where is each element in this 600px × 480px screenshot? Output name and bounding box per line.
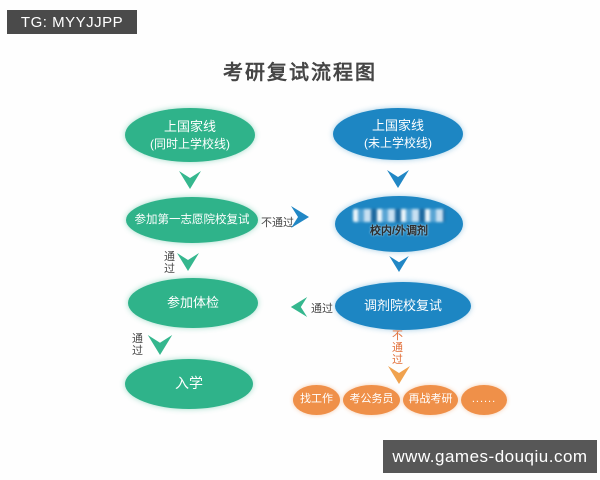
- arrow-down-icon: [389, 256, 409, 272]
- node-label: 调剂院校复试: [363, 297, 442, 313]
- node-passed-national-and-school-line: 上国家线 (同时上学校线): [125, 108, 255, 162]
- node-sublabel: (未上学校线): [364, 135, 432, 150]
- edge-label-pass: 通过: [132, 333, 143, 357]
- node-sublabel: (同时上学校线): [150, 136, 230, 151]
- node-retake-exam: 再战考研: [403, 385, 458, 415]
- watermark-bottom-text: www.games-douqiu.com: [392, 446, 588, 466]
- node-enrollment: 入学: [125, 359, 253, 409]
- node-label: ......: [471, 393, 497, 406]
- arrow-down-icon: [387, 366, 411, 384]
- edge-label-pass: 通过: [311, 303, 333, 315]
- node-label: 参加第一志愿院校复试: [134, 213, 250, 226]
- arrow-down-icon: [177, 253, 199, 271]
- node-label: 考公务员: [349, 393, 394, 406]
- node-other-options: ......: [461, 385, 507, 415]
- node-label: 找工作: [300, 393, 333, 406]
- arrow-right-icon: [289, 206, 311, 228]
- node-first-choice-reexam: 参加第一志愿院校复试: [126, 197, 258, 243]
- watermark-top-left: TG: MYYJJPP: [7, 10, 137, 34]
- watermark-bottom-right: www.games-douqiu.com: [383, 440, 597, 473]
- node-physical-exam: 参加体检: [128, 278, 258, 328]
- edge-label-pass: 通过: [164, 251, 175, 275]
- node-passed-national-line-only: 上国家线 (未上学校线): [333, 108, 463, 160]
- edge-label-fail: 不通过: [392, 330, 403, 366]
- page-title: 考研复试流程图: [223, 62, 377, 84]
- node-label: 入学: [175, 375, 203, 392]
- arrow-down-icon: [179, 171, 201, 189]
- node-label: 参加体检: [166, 294, 219, 310]
- edge-label-fail: 不通过: [261, 217, 294, 229]
- watermark-top-text: TG: MYYJJPP: [20, 13, 124, 31]
- node-label: 上国家线: [163, 118, 216, 134]
- arrow-left-icon: [289, 296, 309, 318]
- node-caption: 校内/外调剂: [369, 224, 429, 237]
- node-adjustment-school-reexam: 调剂院校复试: [335, 282, 471, 330]
- node-label: 再战考研: [408, 393, 453, 406]
- arrow-down-icon: [387, 170, 409, 188]
- node-find-job: 找工作: [293, 385, 340, 415]
- node-civil-service-exam: 考公务员: [343, 385, 400, 415]
- arrow-down-icon: [147, 335, 173, 355]
- censored-text-blur: [353, 208, 445, 222]
- node-label: 上国家线: [371, 117, 424, 133]
- node-internal-external-adjustment: 校内/外调剂: [335, 196, 463, 252]
